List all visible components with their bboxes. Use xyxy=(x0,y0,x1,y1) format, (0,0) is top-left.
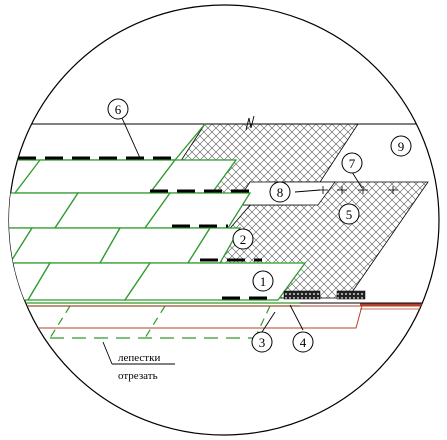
callout-markers: 6 9 7 8 5 2 1 3 xyxy=(107,98,412,353)
svg-text:2: 2 xyxy=(240,232,247,247)
note-line-1: лепестки xyxy=(118,352,160,364)
break-mark xyxy=(245,115,255,131)
callout-5: 5 xyxy=(338,203,360,225)
callout-9: 9 xyxy=(390,135,412,157)
svg-text:5: 5 xyxy=(346,207,353,222)
callout-7: 7 xyxy=(341,152,363,174)
svg-text:9: 9 xyxy=(398,139,405,154)
svg-text:6: 6 xyxy=(115,102,122,117)
callout-4: 4 xyxy=(292,331,314,353)
drip-edge xyxy=(9,305,363,329)
bitumen-strip-left xyxy=(283,290,321,300)
svg-text:3: 3 xyxy=(259,335,266,350)
svg-text:1: 1 xyxy=(260,274,267,289)
callout-3: 3 xyxy=(251,331,273,353)
note-line-2: отрезать xyxy=(118,370,158,382)
bitumen-strip-right xyxy=(336,290,366,300)
svg-text:7: 7 xyxy=(349,156,356,171)
callout-8: 8 xyxy=(269,181,291,203)
callout-1: 1 xyxy=(252,270,274,292)
svg-text:8: 8 xyxy=(277,185,284,200)
adhesive-strips xyxy=(18,156,270,300)
callout-6: 6 xyxy=(107,98,129,120)
callout-2: 2 xyxy=(232,228,254,250)
leader-lines xyxy=(102,117,363,365)
svg-text:4: 4 xyxy=(300,335,307,350)
